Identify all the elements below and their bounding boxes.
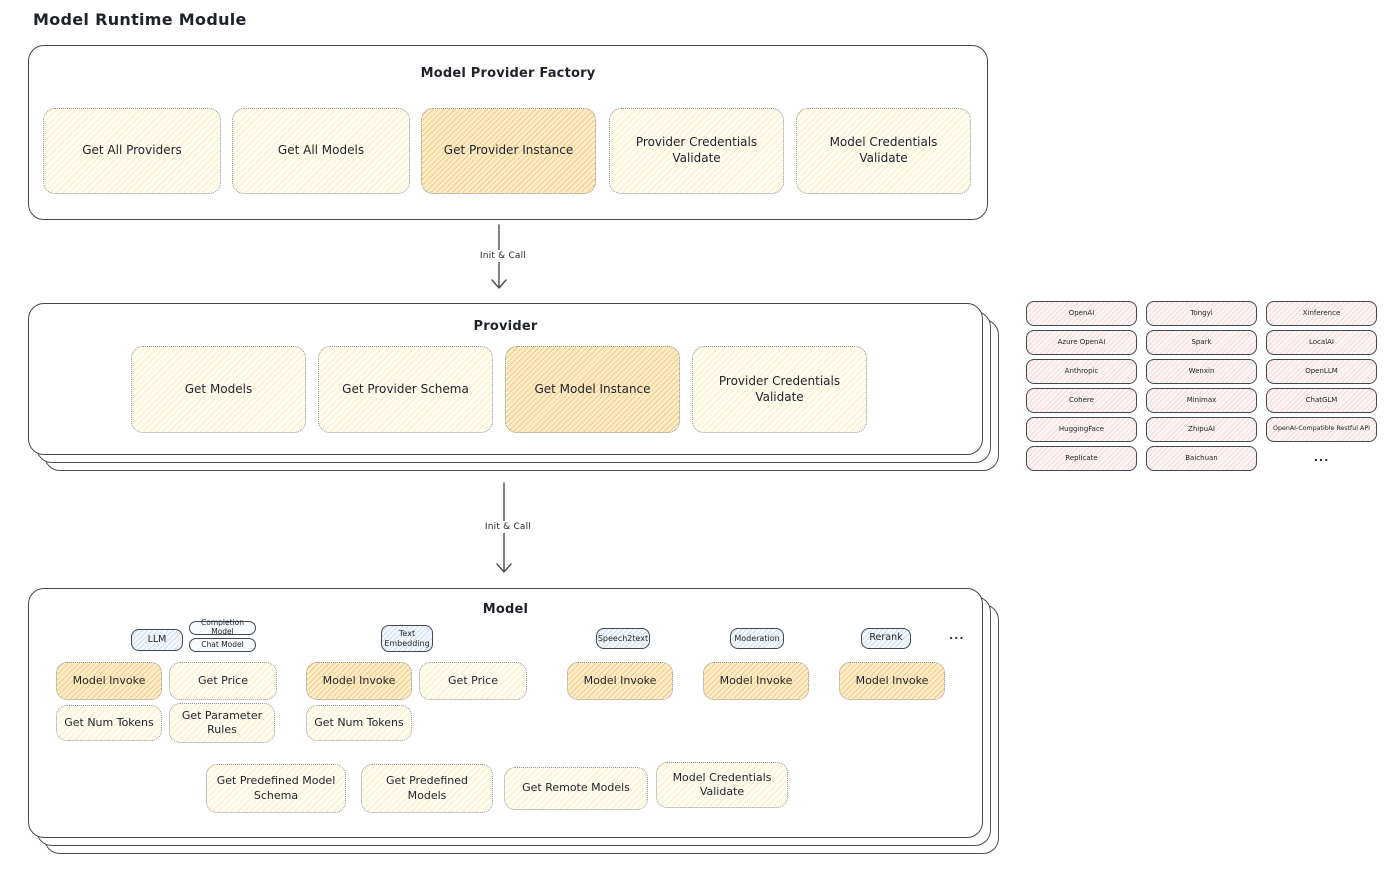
node-get-num-tokens-text-embedding: Get Num Tokens (306, 705, 412, 741)
arrow-label-init-call-1: Init & Call (474, 250, 532, 262)
provider-cell-anthropic: Anthropic (1026, 359, 1137, 384)
node-get-model-instance: Get Model Instance (505, 346, 680, 433)
tag-speech2text: Speech2text (596, 628, 650, 649)
provider-cell-huggingface: HuggingFace (1026, 417, 1137, 442)
provider-name-grid: OpenAI Tongyi Xinference Azure OpenAI Sp… (1026, 301, 1377, 471)
node-get-predefined-models: Get Predefined Models (361, 764, 493, 813)
tag-rerank: Rerank (861, 628, 911, 649)
node-model-invoke-text-embedding: Model Invoke (306, 662, 412, 700)
factory-title: Model Provider Factory (420, 66, 596, 81)
node-get-price-text-embedding: Get Price (419, 662, 527, 700)
tag-completion-model: Completion Model (189, 619, 256, 636)
node-provider-credentials-validate: Provider Credentials Validate (609, 108, 784, 194)
node-get-all-models: Get All Models (232, 108, 410, 194)
node-model-credentials-validate-model: Model Credentials Validate (656, 762, 788, 808)
node-model-invoke-moderation: Model Invoke (703, 662, 809, 700)
node-get-price-llm: Get Price (169, 662, 277, 700)
node-get-parameter-rules: Get Parameter Rules (169, 703, 275, 743)
provider-cell-azure-openai: Azure OpenAI (1026, 330, 1137, 355)
arrow-label-init-call-2: Init & Call (479, 521, 537, 533)
provider-cell-localai: LocalAI (1266, 330, 1377, 355)
node-model-invoke-llm: Model Invoke (56, 662, 162, 700)
provider-box: Provider Get Models Get Provider Schema … (28, 303, 983, 455)
page-title: Model Runtime Module (33, 10, 247, 29)
provider-title: Provider (473, 319, 538, 334)
model-tags-ellipsis: ... (949, 629, 965, 642)
model-box: Model LLM Completion Model Chat Model Te… (28, 588, 983, 838)
provider-cell-openai-compatible-restful-api: OpenAI-Compatible Restful API (1266, 417, 1377, 442)
provider-cell-baichuan: Baichuan (1146, 446, 1257, 471)
node-model-credentials-validate: Model Credentials Validate (796, 108, 971, 194)
factory-box: Model Provider Factory Get All Providers… (28, 45, 988, 220)
provider-cell-chatglm: ChatGLM (1266, 388, 1377, 413)
tag-chat-model: Chat Model (189, 638, 256, 652)
tag-text-embedding: Text Embedding (381, 625, 433, 652)
tag-moderation: Moderation (730, 628, 784, 649)
node-model-invoke-rerank: Model Invoke (839, 662, 945, 700)
node-get-num-tokens-llm: Get Num Tokens (56, 705, 162, 741)
model-title: Model (482, 602, 529, 617)
node-provider-credentials-validate-2: Provider Credentials Validate (692, 346, 867, 433)
provider-cell-openllm: OpenLLM (1266, 359, 1377, 384)
provider-cell-minimax: Minimax (1146, 388, 1257, 413)
node-get-models: Get Models (131, 346, 306, 433)
provider-cell-cohere: Cohere (1026, 388, 1137, 413)
provider-cell-tongyi: Tongyi (1146, 301, 1257, 326)
provider-cell-wenxin: Wenxin (1146, 359, 1257, 384)
provider-cell-replicate: Replicate (1026, 446, 1137, 471)
node-model-invoke-speech2text: Model Invoke (567, 662, 673, 700)
node-get-all-providers: Get All Providers (43, 108, 221, 194)
provider-cell-xinference: Xinference (1266, 301, 1377, 326)
tag-llm: LLM (131, 629, 183, 651)
provider-cell-spark: Spark (1146, 330, 1257, 355)
node-get-provider-schema: Get Provider Schema (318, 346, 493, 433)
node-get-remote-models: Get Remote Models (504, 767, 648, 810)
provider-cell-openai: OpenAI (1026, 301, 1137, 326)
node-get-provider-instance: Get Provider Instance (421, 108, 596, 194)
provider-cell-zhipuai: ZhipuAI (1146, 417, 1257, 442)
provider-cell-ellipsis: ... (1313, 451, 1330, 465)
node-get-predefined-model-schema: Get Predefined Model Schema (206, 764, 346, 813)
